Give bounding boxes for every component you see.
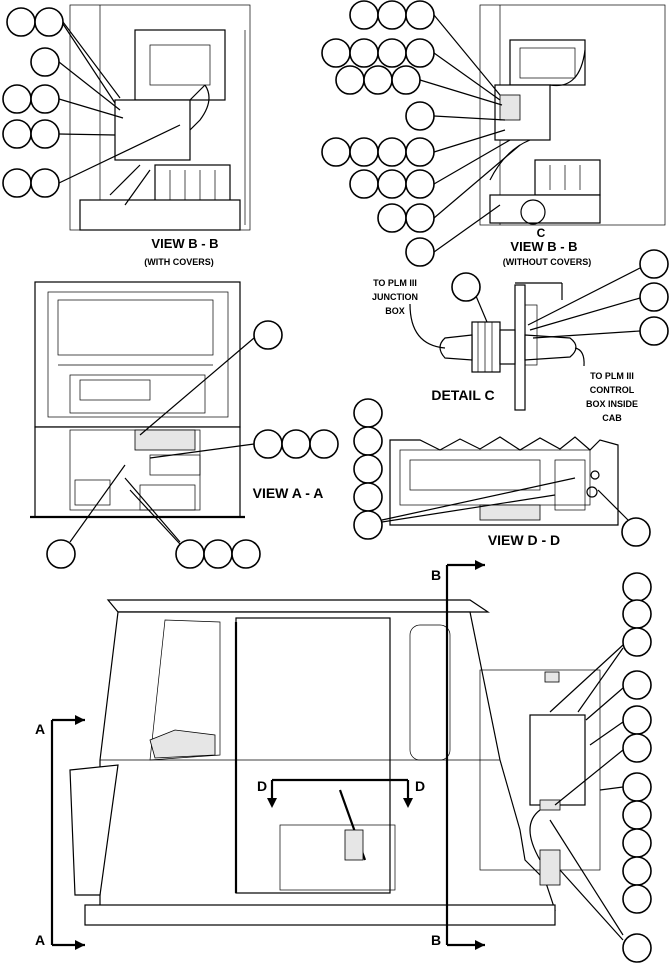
section-d-left: D bbox=[257, 778, 267, 794]
callout-circle bbox=[622, 599, 652, 629]
callout-circle bbox=[377, 38, 407, 68]
detail-c-label-left-2: JUNCTION bbox=[372, 292, 418, 302]
callout-circle bbox=[281, 429, 311, 459]
callout-circle bbox=[30, 47, 60, 77]
view-bb-covers-title: VIEW B - B bbox=[151, 236, 218, 251]
callout-circle bbox=[321, 38, 351, 68]
callout-circle bbox=[622, 670, 652, 700]
callout-circle bbox=[46, 539, 76, 569]
callout-circle bbox=[377, 169, 407, 199]
view-aa: VIEW A - A bbox=[30, 281, 339, 569]
detail-c-label-right-4: CAB bbox=[602, 413, 622, 423]
section-b-bottom: B bbox=[431, 932, 441, 948]
callout-circle bbox=[639, 282, 669, 312]
section-a-top: A bbox=[35, 721, 45, 737]
callout-circle bbox=[30, 84, 60, 114]
detail-c-label-left-1: TO PLM III bbox=[373, 278, 417, 288]
callout-circle bbox=[622, 572, 652, 602]
callout-circle bbox=[2, 84, 32, 114]
callout-circle bbox=[405, 101, 435, 131]
callout-circle bbox=[622, 772, 652, 802]
callout-circle bbox=[622, 933, 652, 963]
detail-c-label-right-2: CONTROL bbox=[590, 385, 635, 395]
detail-c-marker: C bbox=[537, 226, 546, 240]
main-cab-view: B B A A D D bbox=[35, 560, 652, 963]
callout-circle bbox=[377, 0, 407, 30]
callout-circle bbox=[349, 137, 379, 167]
callout-circle bbox=[405, 38, 435, 68]
detail-c: TO PLM III JUNCTION BOX TO PLM III CONTR… bbox=[372, 249, 669, 423]
section-a-bottom: A bbox=[35, 932, 45, 948]
detail-c-title: DETAIL C bbox=[431, 387, 494, 403]
callout-circle bbox=[405, 137, 435, 167]
callout-circle bbox=[6, 7, 36, 37]
callout-circle bbox=[622, 884, 652, 914]
callout-circle bbox=[622, 828, 652, 858]
callout-circle bbox=[349, 0, 379, 30]
callout-circle bbox=[353, 454, 383, 484]
callout-circle bbox=[175, 539, 205, 569]
callout-circle bbox=[353, 510, 383, 540]
callout-circle bbox=[2, 168, 32, 198]
view-bb-without-covers: C VIEW B - B (WITHOUT COVERS) bbox=[321, 0, 666, 267]
view-bb-no-covers-title: VIEW B - B bbox=[510, 239, 577, 254]
callout-circle bbox=[353, 482, 383, 512]
callout-circle bbox=[451, 272, 481, 302]
callout-circle bbox=[2, 119, 32, 149]
callout-circle bbox=[349, 38, 379, 68]
callout-circle bbox=[622, 705, 652, 735]
callout-circle bbox=[321, 137, 351, 167]
callout-circle bbox=[405, 203, 435, 233]
view-aa-title: VIEW A - A bbox=[253, 485, 324, 501]
callout-circle bbox=[231, 539, 261, 569]
callout-circle bbox=[353, 398, 383, 428]
callout-circle bbox=[353, 426, 383, 456]
callout-circle bbox=[377, 203, 407, 233]
view-dd: VIEW D - D bbox=[353, 398, 651, 548]
callout-circle bbox=[349, 169, 379, 199]
callout-circle bbox=[405, 0, 435, 30]
callout-circle bbox=[253, 320, 283, 350]
callout-circle bbox=[391, 65, 421, 95]
callout-circle bbox=[363, 65, 393, 95]
view-dd-title: VIEW D - D bbox=[488, 532, 560, 548]
callout-circle bbox=[335, 65, 365, 95]
section-b-top: B bbox=[431, 567, 441, 583]
callout-circle bbox=[405, 237, 435, 267]
callout-circle bbox=[34, 7, 64, 37]
view-bb-with-covers: VIEW B - B (WITH COVERS) bbox=[2, 4, 251, 267]
callout-circle bbox=[30, 168, 60, 198]
callout-circle bbox=[30, 119, 60, 149]
detail-c-label-left-3: BOX bbox=[385, 306, 405, 316]
callout-circle bbox=[639, 316, 669, 346]
callout-circle bbox=[253, 429, 283, 459]
callout-circle bbox=[203, 539, 233, 569]
callout-circle bbox=[405, 169, 435, 199]
callout-circle bbox=[622, 856, 652, 886]
section-d-right: D bbox=[415, 778, 425, 794]
detail-c-label-right-3: BOX INSIDE bbox=[586, 399, 638, 409]
callout-circle bbox=[621, 517, 651, 547]
callout-circle bbox=[377, 137, 407, 167]
view-bb-covers-subtitle: (WITH COVERS) bbox=[144, 257, 214, 267]
view-bb-no-covers-subtitle: (WITHOUT COVERS) bbox=[503, 257, 592, 267]
callout-circle bbox=[622, 627, 652, 657]
callout-circle bbox=[309, 429, 339, 459]
callout-circle bbox=[622, 800, 652, 830]
callout-circle bbox=[639, 249, 669, 279]
detail-c-label-right-1: TO PLM III bbox=[590, 371, 634, 381]
callout-circle bbox=[622, 733, 652, 763]
